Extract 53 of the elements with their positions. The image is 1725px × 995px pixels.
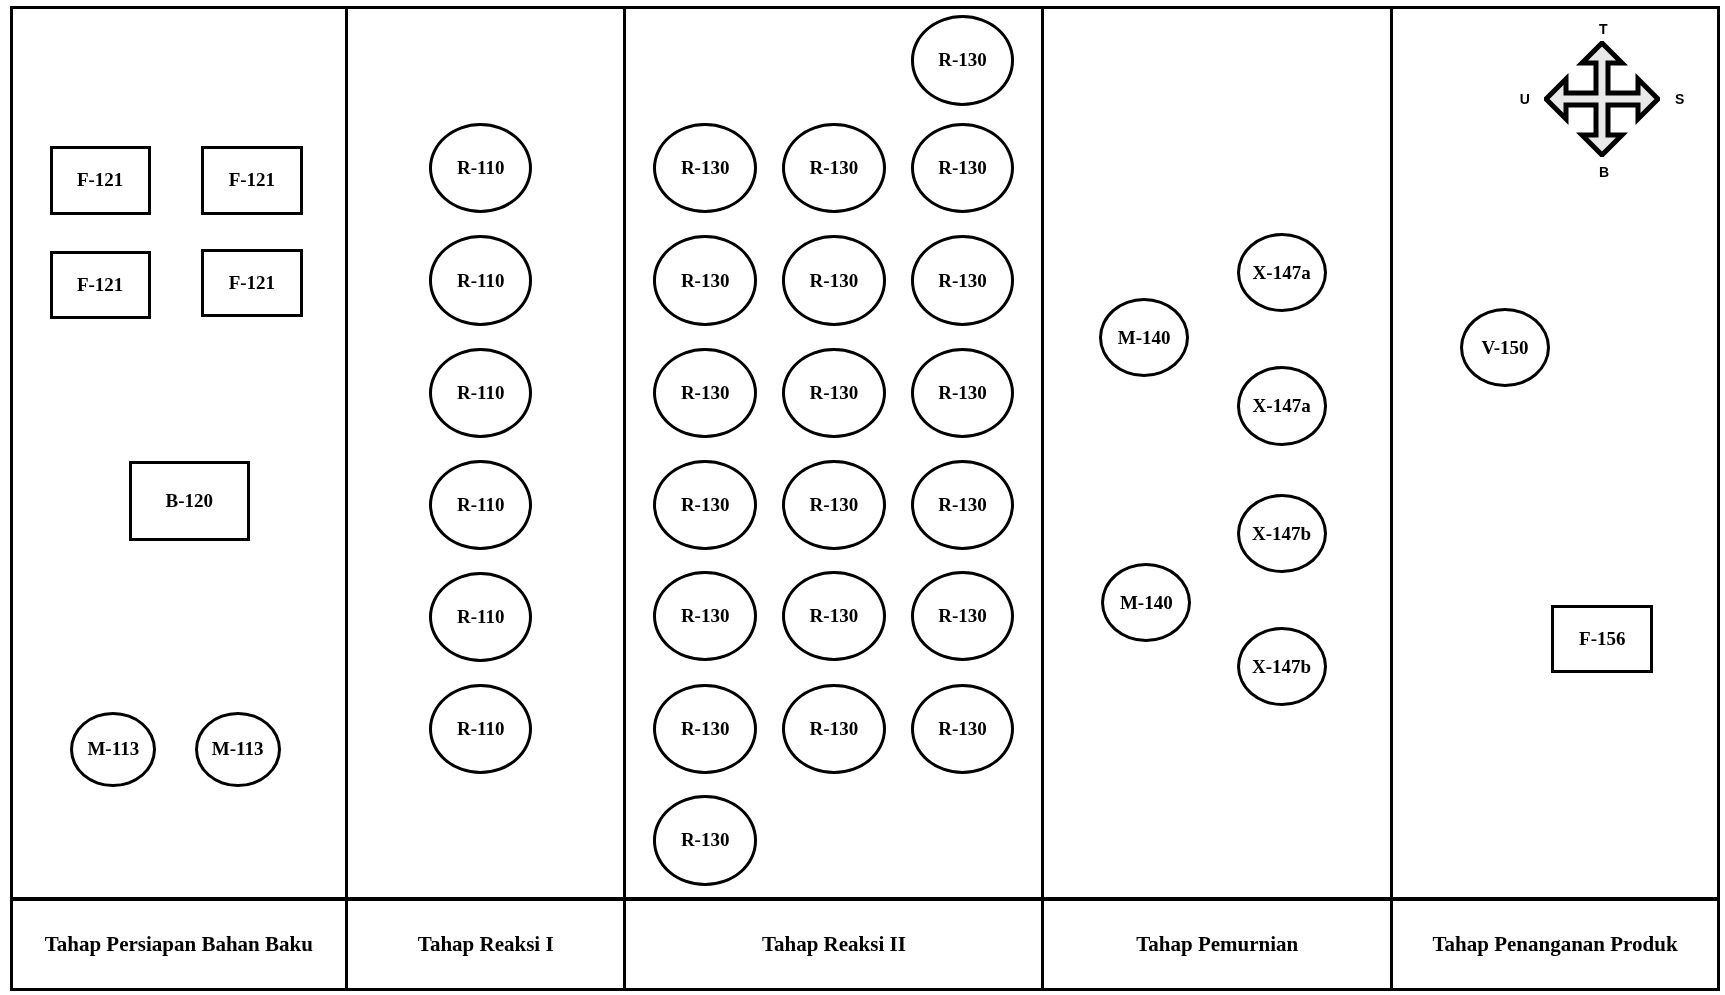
equipment-label: R-130 — [680, 269, 730, 292]
equipment-box — [49, 250, 151, 320]
equipment-label: X-147b — [1252, 522, 1312, 545]
equipment-label: R-130 — [938, 718, 987, 741]
equipment-label: R-130 — [938, 605, 987, 628]
equipment-label: R-130 — [938, 157, 987, 180]
equipment-label: R-130 — [938, 49, 987, 72]
equipment-box — [1551, 605, 1654, 674]
equipment-label: R-110 — [457, 718, 505, 741]
equipment-label: R-130 — [938, 381, 987, 404]
equipment-label: X-147b — [1252, 655, 1312, 678]
equipment-label: R-130 — [680, 718, 730, 741]
equipment-label: X-147a — [1252, 261, 1311, 284]
equipment-label: R-130 — [809, 381, 859, 404]
direction-letter: S — [1674, 91, 1685, 108]
equipment-box — [201, 248, 303, 317]
equipment-label: R-130 — [809, 269, 859, 292]
equipment-label: F-121 — [228, 169, 276, 192]
equipment-label: M-113 — [211, 738, 264, 761]
stage-heading: Tahap Penanganan Produk — [1393, 896, 1717, 989]
equipment-box — [201, 146, 303, 215]
equipment-label: R-110 — [457, 157, 505, 180]
equipment-label: R-130 — [938, 269, 987, 292]
equipment-label: B-120 — [165, 490, 213, 513]
equipment-label: R-130 — [680, 829, 730, 852]
equipment-label: M-140 — [1119, 591, 1173, 614]
equipment-box — [128, 460, 250, 542]
equipment-label: R-110 — [457, 606, 505, 629]
equipment-label: R-110 — [457, 381, 505, 404]
equipment-label: V-150 — [1481, 336, 1529, 359]
equipment-label: R-130 — [938, 493, 987, 516]
equipment-label: F-121 — [76, 169, 124, 192]
equipment-box — [49, 146, 151, 215]
equipment-label: X-147a — [1252, 394, 1311, 417]
direction-letter: U — [1519, 91, 1530, 108]
equipment-label: R-130 — [680, 493, 730, 516]
equipment-label: R-130 — [809, 718, 859, 741]
direction-letter: B — [1599, 163, 1610, 180]
equipment-label: F-121 — [228, 271, 276, 294]
equipment-label: M-113 — [87, 738, 140, 761]
equipment-label: R-130 — [809, 493, 859, 516]
equipment-label: R-130 — [680, 605, 730, 628]
equipment-label: F-121 — [76, 273, 124, 296]
equipment-label: F-156 — [1579, 628, 1626, 651]
equipment-label: R-110 — [457, 493, 505, 516]
stage-column — [1390, 5, 1720, 992]
equipment-label: R-110 — [457, 269, 505, 292]
equipment-label: R-130 — [680, 157, 730, 180]
equipment-label: M-140 — [1117, 326, 1171, 349]
direction-letter: T — [1599, 20, 1608, 37]
equipment-label: R-130 — [680, 381, 730, 404]
equipment-label: R-130 — [809, 605, 859, 628]
equipment-label: R-130 — [809, 157, 859, 180]
